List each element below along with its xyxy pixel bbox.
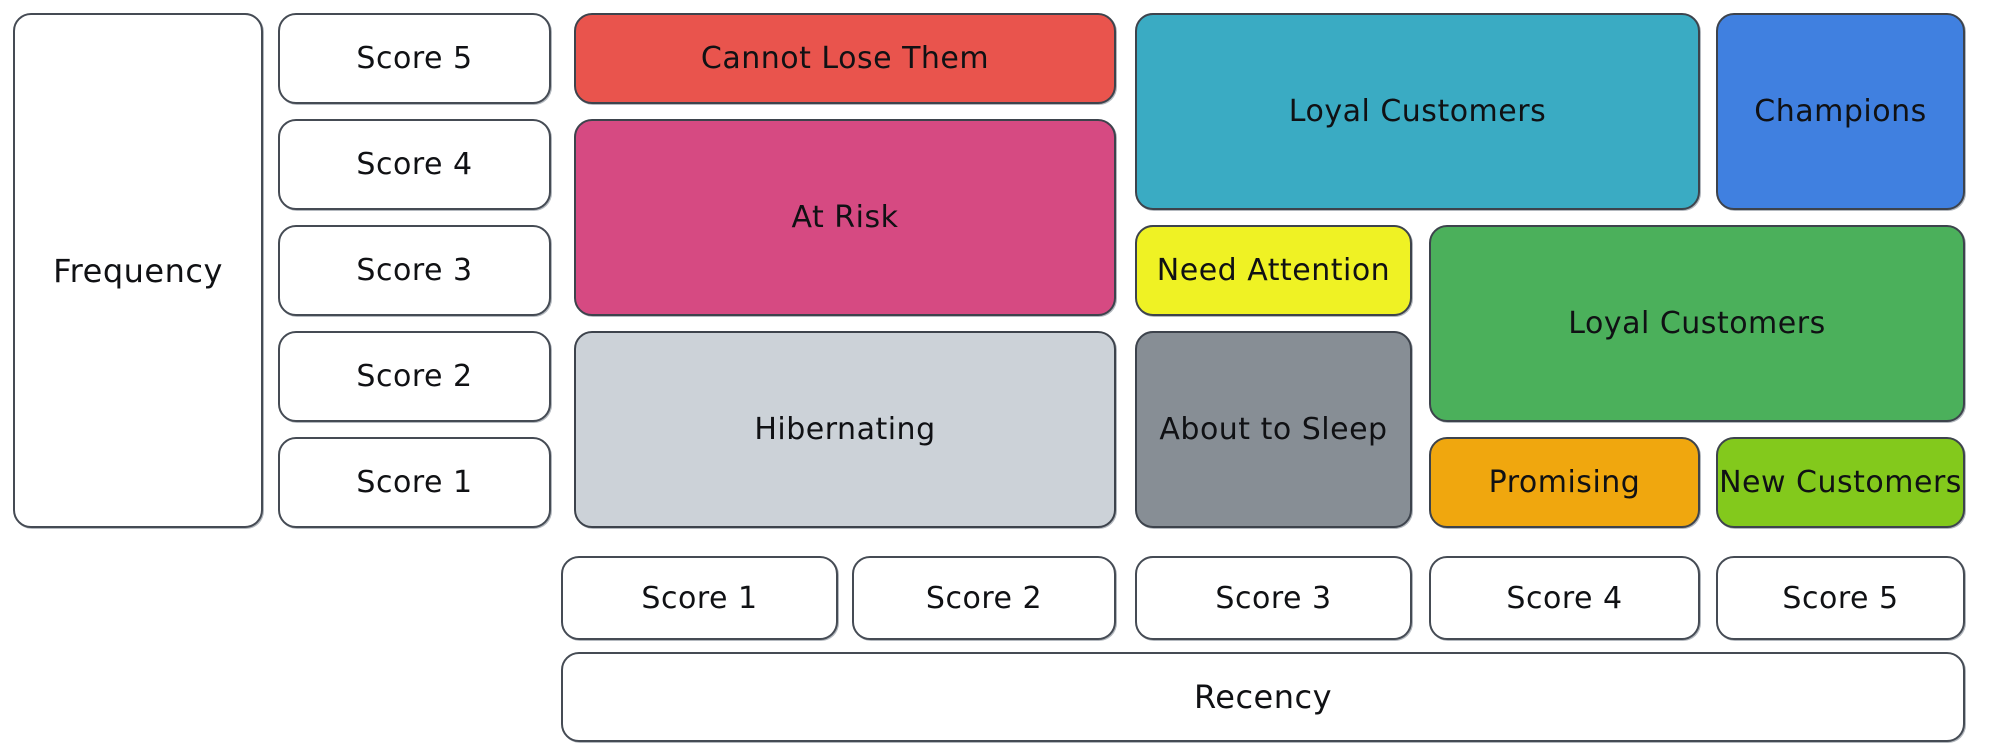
frequency-score-3: Score 3 bbox=[278, 225, 551, 316]
recency-score-5: Score 5 bbox=[1716, 556, 1965, 640]
recency-score-4: Score 4 bbox=[1429, 556, 1700, 640]
recency-score-1: Score 1 bbox=[561, 556, 838, 640]
frequency-score-2: Score 2 bbox=[278, 331, 551, 422]
frequency-score-5: Score 5 bbox=[278, 13, 551, 104]
segment-hibernating: Hibernating bbox=[574, 331, 1116, 528]
recency-score-3: Score 3 bbox=[1135, 556, 1412, 640]
segment-about-to-sleep: About to Sleep bbox=[1135, 331, 1412, 528]
recency-score-2: Score 2 bbox=[852, 556, 1116, 640]
segment-loyal-customers: Loyal Customers bbox=[1429, 225, 1965, 422]
recency-axis-label: Recency bbox=[561, 652, 1965, 742]
frequency-score-4: Score 4 bbox=[278, 119, 551, 210]
segment-promising: Promising bbox=[1429, 437, 1700, 528]
frequency-axis-label: Frequency bbox=[13, 13, 263, 528]
frequency-score-1: Score 1 bbox=[278, 437, 551, 528]
segment-need-attention: Need Attention bbox=[1135, 225, 1412, 316]
segment-loyal-customers: Loyal Customers bbox=[1135, 13, 1700, 210]
segment-at-risk: At Risk bbox=[574, 119, 1116, 316]
segment-cannot-lose-them: Cannot Lose Them bbox=[574, 13, 1116, 104]
segment-new-customers: New Customers bbox=[1716, 437, 1965, 528]
segment-champions: Champions bbox=[1716, 13, 1965, 210]
